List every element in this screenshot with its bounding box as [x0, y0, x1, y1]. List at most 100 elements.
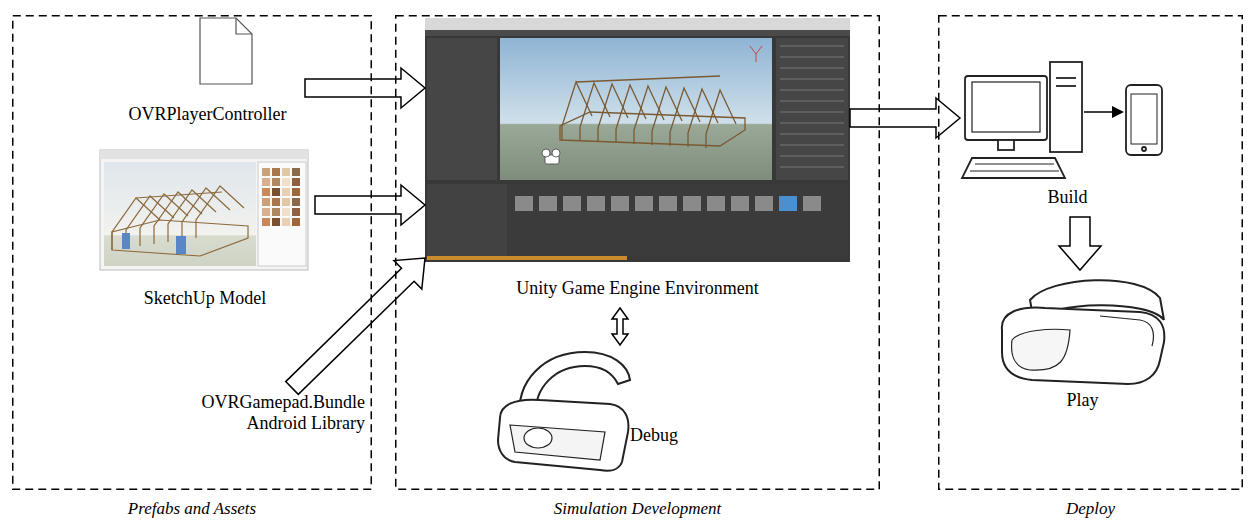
sketchup-screenshot-part-part	[262, 188, 270, 196]
sketchup-screenshot-part-part	[262, 168, 270, 176]
sketchup-screenshot-part-part	[112, 220, 248, 256]
unity-screenshot-part-part	[598, 84, 628, 142]
dashed-border	[395, 15, 880, 490]
unity-screenshot-part-part	[780, 68, 844, 69]
sketchup-screenshot-part-part	[272, 198, 280, 206]
unity-screenshot-part	[427, 184, 848, 256]
computer-icon-part	[972, 82, 1040, 132]
unity-screenshot-part-part	[780, 145, 844, 146]
unity-screenshot-part-part	[780, 167, 844, 168]
unity-screenshot-part-part	[780, 134, 844, 135]
unity-screenshot-part-part	[780, 156, 844, 157]
sketchup-screenshot-part-part	[262, 178, 270, 186]
unity-screenshot-part-part	[670, 88, 700, 146]
unity-screenshot-part	[500, 38, 772, 180]
computer-to-phone-arrow-part	[1084, 111, 1114, 113]
sketchup-screenshot	[100, 150, 308, 270]
sketchup-screenshot-part-part	[272, 218, 280, 226]
block-arrow	[612, 308, 628, 345]
item-label: OVRPlayerController	[110, 104, 305, 125]
unity-screenshot-part-part	[542, 149, 550, 157]
unity-screenshot-part-part	[780, 112, 844, 113]
unity-screenshot-part-part	[552, 149, 560, 157]
unity-screenshot-part-part	[707, 196, 725, 211]
sketchup-screenshot-part-part	[262, 198, 270, 206]
dashed-region: Simulation DevelopmentUnity Game Engine …	[395, 15, 880, 490]
phone-icon-part	[1142, 147, 1146, 151]
unity-screenshot-part	[542, 149, 560, 164]
sketchup-screenshot-part-part	[282, 198, 290, 206]
sketchup-screenshot-part-part	[292, 208, 300, 216]
computer-to-phone-arrow	[1084, 106, 1124, 118]
sketchup-screenshot-part-part	[292, 218, 300, 226]
unity-screenshot-part	[780, 46, 844, 167]
region-caption: Simulation Development	[395, 498, 880, 519]
sketchup-screenshot-part-part	[272, 208, 280, 216]
dashed-border-line	[939, 16, 1243, 490]
unity-screenshot-part-part	[780, 79, 844, 80]
unity-screenshot-part-part	[706, 90, 736, 148]
item-label: Build	[960, 187, 1175, 208]
unity-screenshot-part-part	[616, 85, 646, 143]
sketchup-screenshot-part-part	[182, 188, 230, 240]
unity-screenshot-part-part	[539, 196, 557, 211]
sketchup-screenshot-part-part	[292, 198, 300, 206]
asset-item: OVRPlayerController	[110, 12, 305, 130]
unity-screenshot-part-part	[780, 90, 844, 91]
sketchup-screenshot-part	[176, 236, 186, 254]
block-arrow	[1059, 217, 1101, 270]
sketchup-screenshot-part-part	[262, 218, 270, 226]
unity-screenshot-part-part	[683, 196, 701, 211]
unity-screenshot-part-part	[688, 89, 718, 147]
unity-screenshot	[425, 18, 850, 262]
sketchup-screenshot-part-part	[272, 168, 280, 176]
computer-icon-part	[998, 140, 1014, 150]
unity-screenshot-part-part	[779, 196, 797, 211]
unity-screenshot-part-part	[780, 46, 844, 47]
computer-icon-part	[1050, 62, 1082, 152]
dashed-border-line	[396, 16, 880, 490]
computer-icon-part	[1056, 85, 1076, 87]
unity-screenshot-part-part	[580, 83, 610, 141]
sketchup-screenshot-part	[100, 150, 308, 270]
computer-icon-part	[1056, 77, 1076, 79]
sketchup-screenshot-part	[262, 168, 300, 226]
unity-screenshot-part-part	[562, 82, 592, 140]
item-label: Debug	[630, 425, 710, 446]
unity-screenshot-part-part	[515, 196, 533, 211]
phone-icon-part	[1131, 94, 1157, 144]
block-arrow	[850, 98, 960, 138]
play-item: Play	[995, 270, 1170, 420]
unity-screenshot-part	[425, 30, 850, 36]
unity-screenshot-part-part	[563, 196, 581, 211]
block-arrow	[315, 185, 425, 225]
block-arrow	[286, 258, 425, 394]
phone-icon	[1126, 85, 1162, 155]
sketchup-screenshot-part-part	[282, 188, 290, 196]
unity-screenshot-part	[425, 18, 850, 262]
unity-screenshot-part	[427, 38, 497, 180]
file-icon	[200, 18, 252, 84]
build-item: Build	[960, 65, 1175, 217]
unity-screenshot-part-part	[587, 196, 605, 211]
item-label: Unity Game Engine Environment	[425, 278, 850, 299]
file-icon-part	[200, 18, 252, 84]
gear-vr-headset-part	[1012, 329, 1070, 370]
rift-headset-part	[510, 425, 605, 460]
sketchup-screenshot-part	[112, 186, 248, 256]
sketchup-screenshot-part-part	[136, 192, 222, 198]
item-label: OVRGamepad.Bundle Android Library	[190, 392, 365, 434]
unity-screenshot-part-part	[755, 196, 773, 211]
rift-headset-part	[498, 400, 628, 471]
computer-icon-part	[965, 76, 1047, 140]
sketchup-screenshot-part-part	[282, 218, 290, 226]
unity-screenshot-part	[560, 76, 745, 148]
unity-screenshot-part-part	[659, 196, 677, 211]
sketchup-screenshot-part-part	[282, 208, 290, 216]
unity-screenshot-part-part	[652, 87, 682, 145]
sketchup-screenshot-part	[104, 162, 256, 266]
asset-item: SketchUp Model	[95, 148, 315, 313]
sketchup-screenshot-part-part	[272, 178, 280, 186]
asset-item: OVRGamepad.Bundle Android Library	[190, 388, 365, 440]
